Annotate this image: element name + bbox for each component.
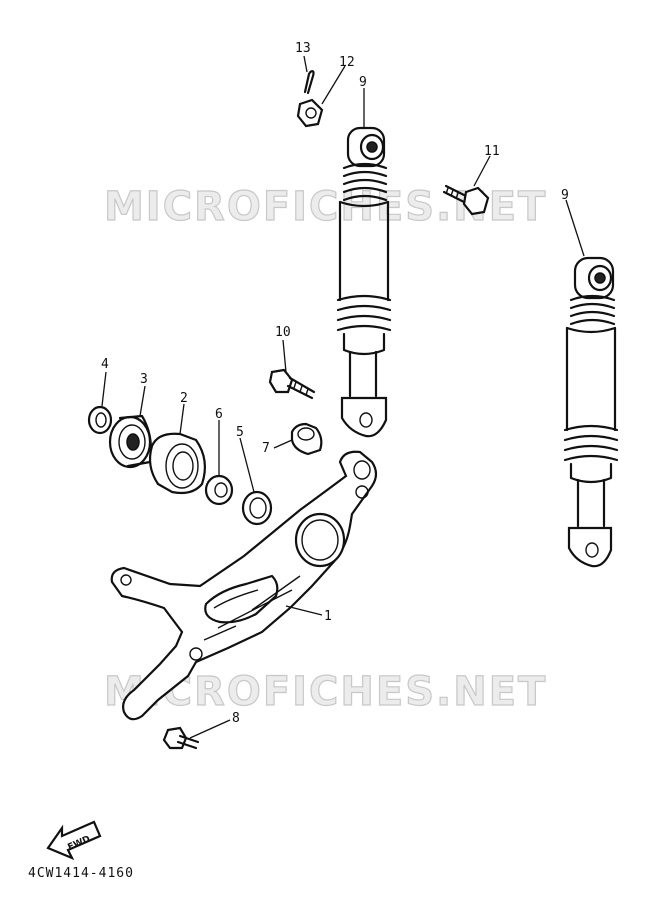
bearing [108, 414, 153, 469]
bolt-lower [162, 726, 200, 750]
callout-7: 7 [262, 441, 270, 456]
leader-lines [101, 55, 585, 739]
shock-absorber-left [336, 126, 392, 438]
callout-labels: 1 2 3 4 5 6 7 8 9 9 10 11 12 13 [101, 41, 569, 726]
callout-8: 8 [232, 711, 240, 726]
cotter-pin [303, 70, 315, 95]
callout-9-right: 9 [561, 188, 569, 203]
callout-1: 1 [324, 609, 332, 624]
bolt-middle [268, 368, 316, 400]
callout-12: 12 [339, 55, 355, 70]
callout-3: 3 [140, 372, 148, 387]
callout-2: 2 [180, 391, 188, 406]
fwd-arrow-icon: FWD [46, 820, 102, 861]
washer-small [87, 405, 113, 435]
bolt-upper [442, 184, 490, 216]
callout-6: 6 [215, 407, 223, 422]
castle-nut [296, 98, 324, 128]
spacer [290, 422, 323, 456]
collar [148, 432, 207, 495]
shock-absorber-right [563, 256, 619, 568]
callout-13: 13 [295, 41, 311, 56]
washer [241, 490, 273, 526]
callout-10: 10 [275, 325, 291, 340]
callout-9-left: 9 [359, 75, 367, 90]
bush-small [204, 474, 234, 506]
callout-11: 11 [484, 144, 500, 159]
bracket [110, 450, 378, 721]
callout-4: 4 [101, 357, 109, 372]
callout-5: 5 [236, 425, 244, 440]
diagram-code: 4CW1414-4160 [28, 866, 134, 881]
